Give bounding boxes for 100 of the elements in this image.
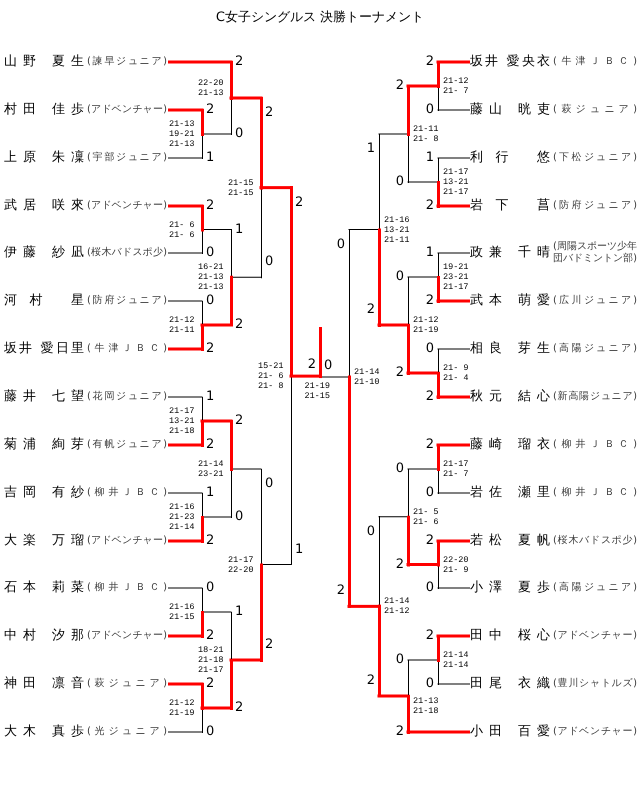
connector-line [201, 516, 232, 518]
connector-line [168, 634, 204, 638]
connector-line [230, 468, 262, 470]
connector-line [406, 372, 440, 374]
club-name: (諫早ジュニア) [87, 56, 167, 68]
player-name: 山野 夏生 [4, 54, 84, 70]
connector-line [436, 444, 470, 446]
bracket-bar [406, 84, 410, 184]
edge-label: 1 [206, 151, 214, 165]
edge-label: 2 [235, 318, 244, 332]
club-name: (有帆ジュニア) [87, 439, 167, 451]
bracket-bar [436, 348, 440, 398]
player-name: 利行 悠 [470, 150, 550, 166]
connector-line [230, 658, 262, 662]
club-name: (柳井ＪＢＣ) [87, 487, 167, 499]
connector-line [168, 204, 204, 208]
edge-label: 0 [366, 524, 375, 539]
edge-label: 1 [206, 486, 214, 500]
club-name: (牛津ＪＢＣ) [553, 56, 637, 68]
connector-line [436, 396, 470, 398]
edge-label: 2 [426, 629, 434, 643]
game-scores: 21-17 22-20 [228, 554, 254, 574]
edge-label: 1 [206, 390, 214, 404]
edge-label: 2 [426, 294, 434, 308]
club-name: (周陽スポーツ少年団バドミントン部) [553, 241, 637, 265]
player-name: 政兼 千晴 [470, 245, 550, 261]
game-scores: 21-13 19-21 21-13 [168, 119, 196, 149]
bracket-bar [260, 96, 262, 279]
player-name: 村田 佳歩 [4, 102, 84, 118]
club-name: (柳井ＪＢＣ) [553, 487, 637, 499]
player-name: 岩佐 瀬里 [470, 485, 550, 501]
club-name: (豊川シャトルズ) [553, 678, 637, 690]
game-scores: 21-14 21-10 [354, 367, 381, 387]
edge-label: 2 [206, 629, 214, 643]
club-name: (高陽ジュニア) [553, 582, 637, 594]
game-scores: 21-14 21-12 [384, 596, 411, 616]
player-name: 中村 汐那 [4, 628, 84, 644]
connector-line [436, 300, 470, 302]
edge-label: 0 [426, 342, 434, 356]
club-name: (桜木バドスポ少) [553, 535, 637, 547]
game-scores: 21- 9 21- 4 [443, 363, 470, 383]
game-scores: 21-16 21-15 [168, 602, 196, 622]
connector-line [406, 730, 470, 734]
edge-label: 0 [396, 175, 404, 189]
edge-label: 2 [206, 199, 214, 213]
club-name: (アドベンチャー) [87, 630, 167, 642]
player-name: 藤井 七望 [4, 389, 84, 405]
game-scores: 22-20 21-13 [198, 78, 224, 98]
player-name: 武居 咲來 [4, 198, 84, 214]
edge-label: 0 [336, 238, 345, 252]
edge-label: 1 [235, 605, 244, 619]
connector-line [436, 204, 470, 208]
player-name: 田中 桜心 [470, 628, 550, 644]
player-name: 坂井 愛央衣 [470, 54, 550, 70]
edge-label: 2 [396, 725, 404, 739]
player-name: 石本 莉菜 [4, 580, 84, 596]
edge-label: 2 [396, 366, 404, 380]
edge-label: 0 [206, 246, 214, 260]
edge-label: 0 [324, 359, 332, 373]
club-name: (アドベンチャー) [553, 726, 637, 738]
bracket-bar [436, 540, 440, 590]
edge-label: 0 [426, 581, 434, 595]
player-name: 上原 朱凜 [4, 150, 84, 166]
connector-line [168, 682, 204, 686]
edge-label: 2 [206, 342, 214, 356]
connector-line [201, 229, 232, 230]
connector-line [406, 563, 440, 566]
club-name: (新高陽ジュニア) [553, 391, 637, 403]
player-name: 大木 真歩 [4, 724, 84, 740]
bracket-bar [406, 468, 410, 566]
club-name: (防府ジュニア) [553, 200, 637, 212]
connector-line [230, 96, 262, 100]
club-name: (花岡ジュニア) [87, 391, 167, 403]
club-name: (アドベンチャー) [553, 630, 637, 642]
game-scores: 16-21 21-13 21-13 [198, 262, 224, 292]
game-scores: 21-14 21-14 [443, 650, 470, 670]
connector-line [168, 444, 204, 446]
game-scores: 21-12 21- 7 [443, 76, 470, 96]
edge-label: 2 [206, 438, 214, 452]
edge-label: 2 [426, 55, 434, 69]
player-name: 武本 萌愛 [470, 293, 550, 309]
player-name: 相良 芽生 [470, 341, 550, 357]
edge-label: 1 [235, 222, 244, 236]
club-name: (アドベンチャー) [87, 104, 167, 116]
connector-line [378, 516, 409, 518]
player-name: 若松 夏帆 [470, 533, 550, 549]
club-name: (アドベンチャー) [87, 200, 167, 212]
game-scores: 18-21 21-18 21-17 [198, 645, 224, 675]
edge-label: 2 [206, 677, 214, 691]
connector-line [260, 564, 292, 565]
game-scores: 21-12 21-19 [168, 698, 196, 718]
player-name: 田尾 衣織 [470, 676, 550, 692]
game-scores: 19-21 23-21 21-17 [443, 262, 470, 292]
bracket-bar [290, 186, 292, 566]
game-scores: 15-21 21- 6 21- 8 [258, 361, 284, 392]
connector-line [168, 252, 203, 254]
game-scores: 21-17 13-21 21-18 [168, 406, 196, 436]
edge-label: 1 [426, 151, 434, 165]
club-name: (柳井ＪＢＣ) [87, 582, 167, 594]
connector-line [200, 324, 232, 326]
